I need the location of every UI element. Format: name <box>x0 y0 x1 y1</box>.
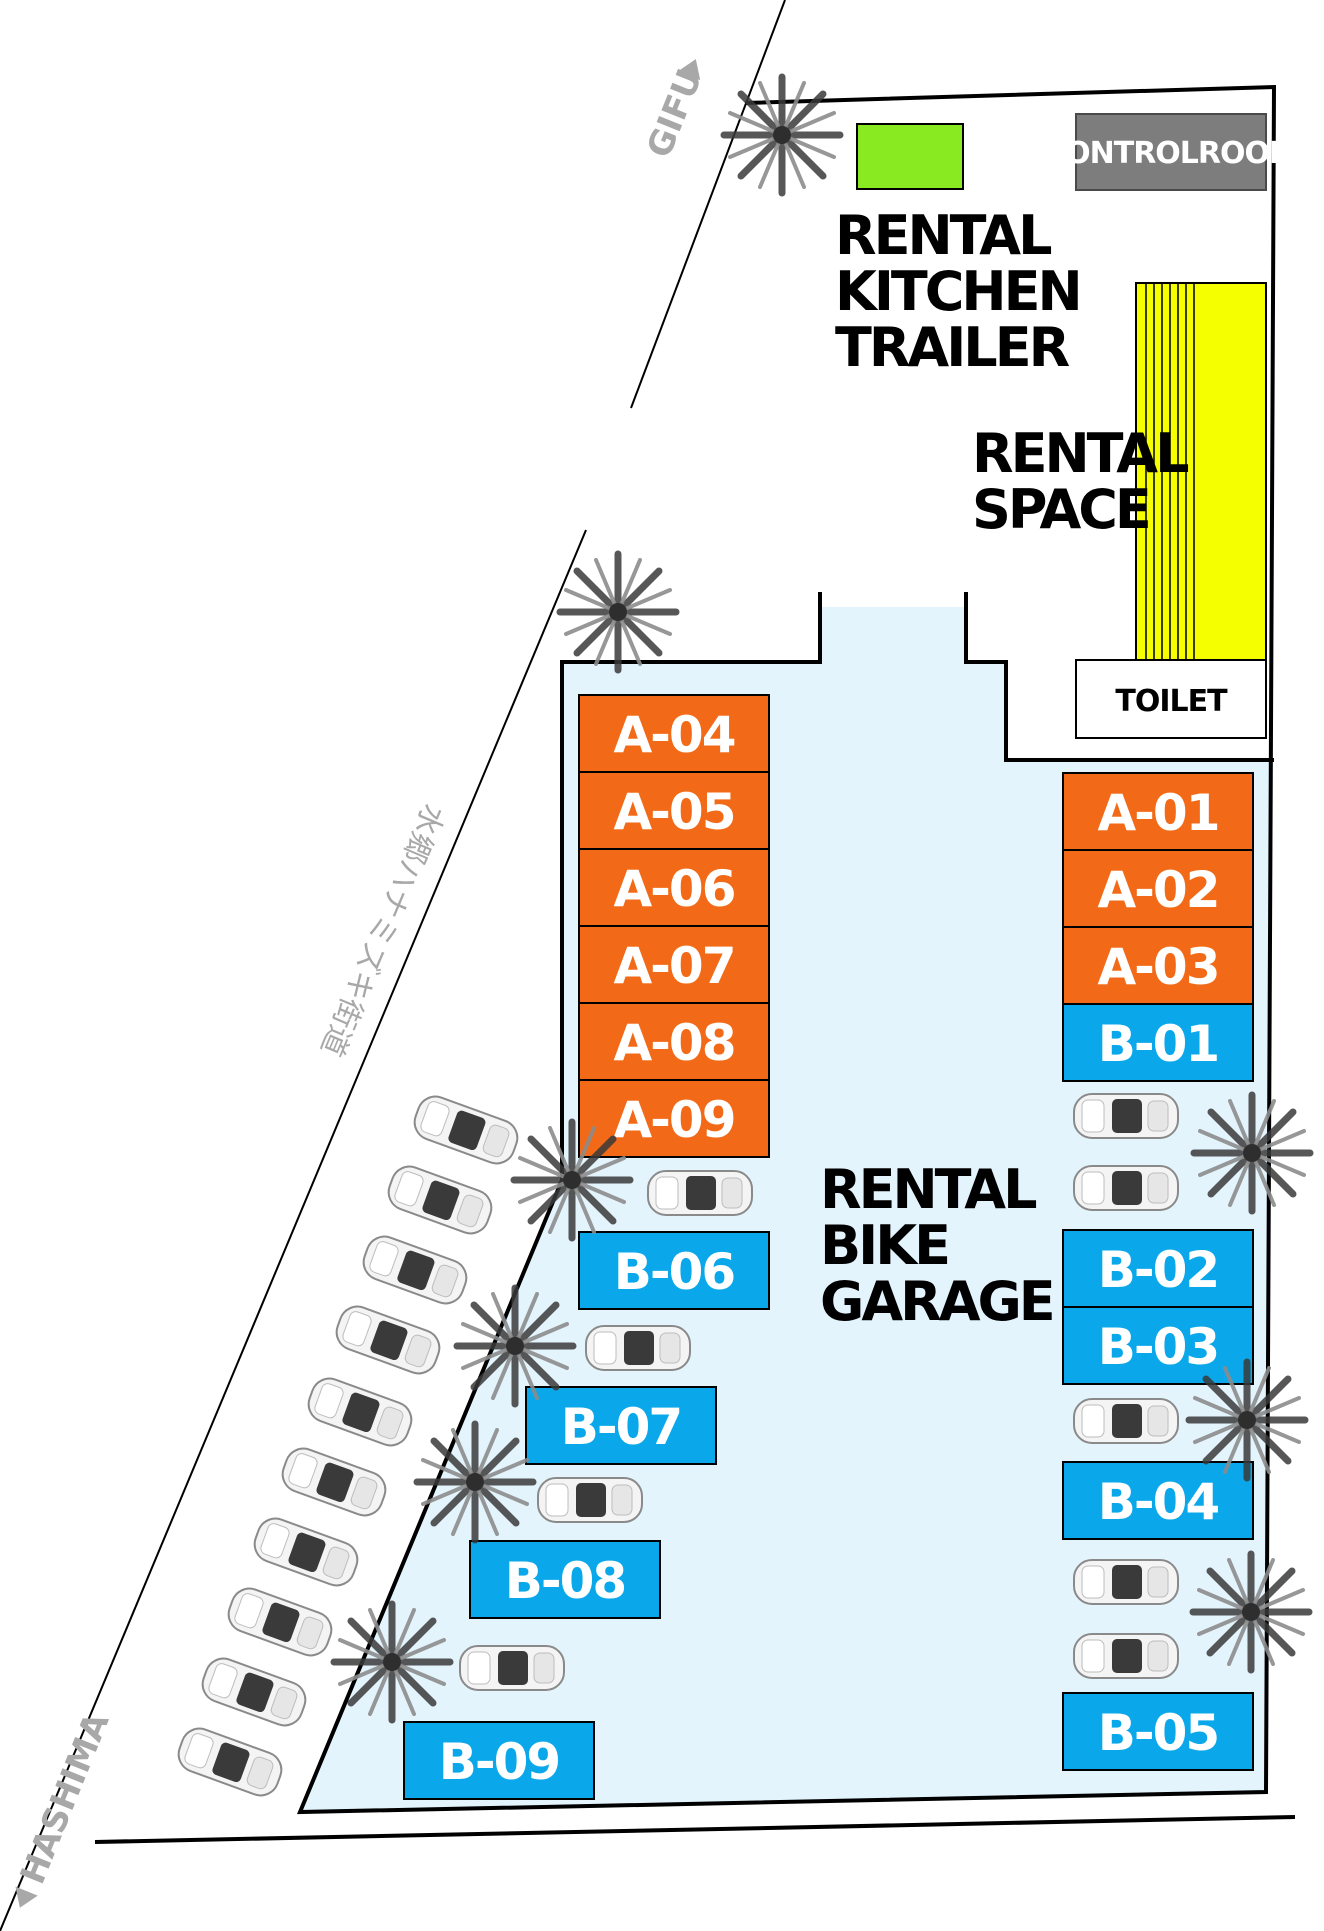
stall-a-01[interactable]: A-01 <box>1062 772 1254 851</box>
stall-group-b-left: B-06 B-07 B-08 B-09 <box>403 1231 770 1800</box>
stall-b-01[interactable]: B-01 <box>1062 1003 1254 1082</box>
stall-a-03[interactable]: A-03 <box>1062 926 1254 1005</box>
arrow-left-icon <box>15 1886 38 1908</box>
parked-car-icon <box>196 1652 312 1732</box>
palm-tree-icon <box>560 554 676 670</box>
road-edge-upper <box>630 0 786 409</box>
site-boundary <box>296 84 1277 1815</box>
stall-a-07[interactable]: A-07 <box>578 925 770 1004</box>
stall-group-b-right: B-01 B-02 B-03 B-04 B-05 <box>1062 1003 1254 1771</box>
road-edge-lower <box>0 529 587 1931</box>
parked-car-icon <box>1073 1398 1179 1444</box>
palm-tree-icon <box>724 77 840 193</box>
stall-b-05[interactable]: B-05 <box>1062 1692 1254 1771</box>
rental-space-box[interactable] <box>1135 282 1267 664</box>
stall-a-02[interactable]: A-02 <box>1062 849 1254 928</box>
parked-car-icon <box>1073 1633 1179 1679</box>
stall-label: A-04 <box>613 706 734 764</box>
stall-label: B-01 <box>1098 1015 1218 1073</box>
bike-garage-line: GARAGE <box>820 1270 1053 1333</box>
stall-label: B-09 <box>439 1733 559 1791</box>
kitchen-trailer-line: KITCHEN <box>835 260 1080 323</box>
parked-car-icon <box>585 1325 691 1371</box>
palm-tree-icon <box>457 1288 573 1404</box>
bike-garage-label: RENTAL BIKE GARAGE <box>820 1158 1056 1333</box>
stall-a-04[interactable]: A-04 <box>578 694 770 773</box>
parked-car-icon <box>302 1372 418 1452</box>
stall-label: A-03 <box>1097 938 1218 996</box>
stall-a-08[interactable]: A-08 <box>578 1002 770 1081</box>
palm-tree-icon <box>1189 1362 1305 1478</box>
rental-space-label: RENTAL SPACE <box>972 422 1191 541</box>
parked-car-icon <box>1073 1093 1179 1139</box>
parked-car-icon <box>248 1512 364 1592</box>
kitchen-trailer-line: TRAILER <box>835 316 1070 379</box>
palm-tree-icon <box>334 1604 450 1720</box>
arrow-right-icon <box>677 59 701 81</box>
rental-space-stripes <box>1145 283 1195 663</box>
parked-car-icon <box>1073 1559 1179 1605</box>
stall-label: A-08 <box>613 1014 734 1072</box>
property-front-line <box>94 1815 1296 1844</box>
rental-space-line: RENTAL <box>972 422 1188 485</box>
bike-garage-line: RENTAL <box>820 1158 1036 1221</box>
stall-label: A-07 <box>613 937 734 995</box>
stall-group-a-right: A-01 A-02 A-03 <box>1062 772 1254 1005</box>
stall-label: B-08 <box>505 1552 625 1610</box>
palm-tree-icon <box>514 1122 630 1238</box>
parked-car-icon <box>330 1300 446 1380</box>
road-label-hashima-text: HASHIMA <box>13 1707 118 1890</box>
palm-tree-icon <box>1194 1095 1310 1211</box>
stall-b-09[interactable]: B-09 <box>403 1721 595 1800</box>
stall-label: A-02 <box>1097 861 1218 919</box>
palm-tree-icon <box>417 1424 533 1540</box>
stall-label: A-01 <box>1097 784 1218 842</box>
parked-car-icon <box>647 1170 753 1216</box>
stall-label: B-07 <box>561 1398 681 1456</box>
parked-car-icon <box>1073 1165 1179 1211</box>
stall-label: B-03 <box>1098 1318 1218 1376</box>
stall-b-03[interactable]: B-03 <box>1062 1306 1254 1385</box>
stall-b-07[interactable]: B-07 <box>525 1386 717 1465</box>
road-label-gifu: GIFU <box>639 59 711 164</box>
stall-a-06[interactable]: A-06 <box>578 848 770 927</box>
stall-a-05[interactable]: A-05 <box>578 771 770 850</box>
stall-group-a-left: A-04 A-05 A-06 A-07 A-08 A-09 <box>578 694 770 1158</box>
parked-car-icon <box>172 1722 288 1802</box>
stall-label: B-02 <box>1098 1241 1218 1299</box>
toilet-label: TOILET <box>1115 684 1228 719</box>
stall-label: A-09 <box>613 1091 734 1149</box>
stall-label: B-05 <box>1098 1704 1218 1762</box>
bike-garage-line: BIKE <box>820 1214 948 1277</box>
street-name-label: 水郷ハナミズキ街道 <box>313 799 451 1061</box>
control-room-label: CONTROLROOM <box>1044 136 1298 171</box>
stall-b-08[interactable]: B-08 <box>469 1540 661 1619</box>
parked-car-icon <box>276 1442 392 1522</box>
kitchen-trailer-box[interactable] <box>856 123 964 190</box>
stall-b-06[interactable]: B-06 <box>578 1231 770 1310</box>
parked-car-icon <box>408 1090 524 1170</box>
parked-car-icon <box>357 1230 473 1310</box>
toilet-box[interactable] <box>1075 659 1267 739</box>
kitchen-trailer-label: RENTAL KITCHEN TRAILER <box>835 204 1083 379</box>
road-label-gifu-text: GIFU <box>639 64 710 164</box>
parked-car-icon <box>382 1160 498 1240</box>
palm-tree-icon <box>1193 1554 1309 1670</box>
stall-label: B-04 <box>1098 1473 1219 1531</box>
stall-b-02[interactable]: B-02 <box>1062 1229 1254 1308</box>
rental-space-line: SPACE <box>972 478 1149 541</box>
parked-car-icon <box>537 1477 643 1523</box>
stall-label: A-06 <box>613 860 734 918</box>
control-room-box[interactable] <box>1075 113 1267 191</box>
stall-b-04[interactable]: B-04 <box>1062 1461 1254 1540</box>
stall-label: B-06 <box>614 1243 735 1301</box>
parked-car-icon <box>222 1582 338 1662</box>
parked-car-icon <box>459 1645 565 1691</box>
stall-label: A-05 <box>613 783 734 841</box>
kitchen-trailer-line: RENTAL <box>835 204 1051 267</box>
